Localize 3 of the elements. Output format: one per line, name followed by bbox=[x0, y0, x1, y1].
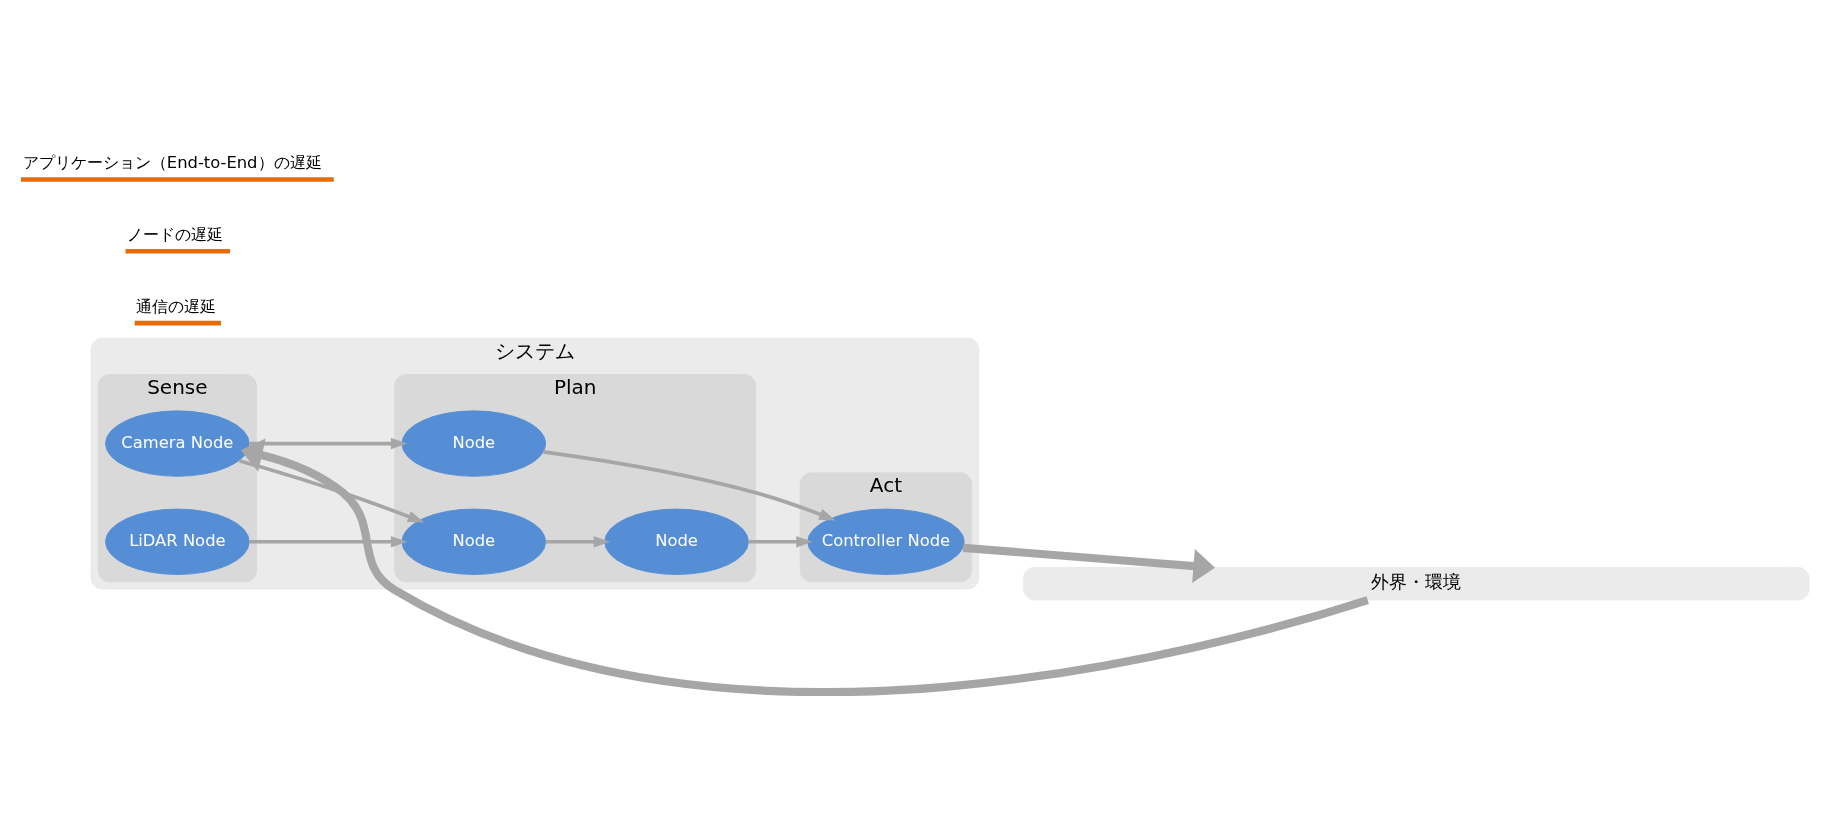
label: ノードの遅延 bbox=[127, 225, 224, 245]
label: アプリケーション（End-to-End）の遅延 bbox=[22, 153, 322, 173]
label: 通信の遅延 bbox=[136, 297, 217, 317]
